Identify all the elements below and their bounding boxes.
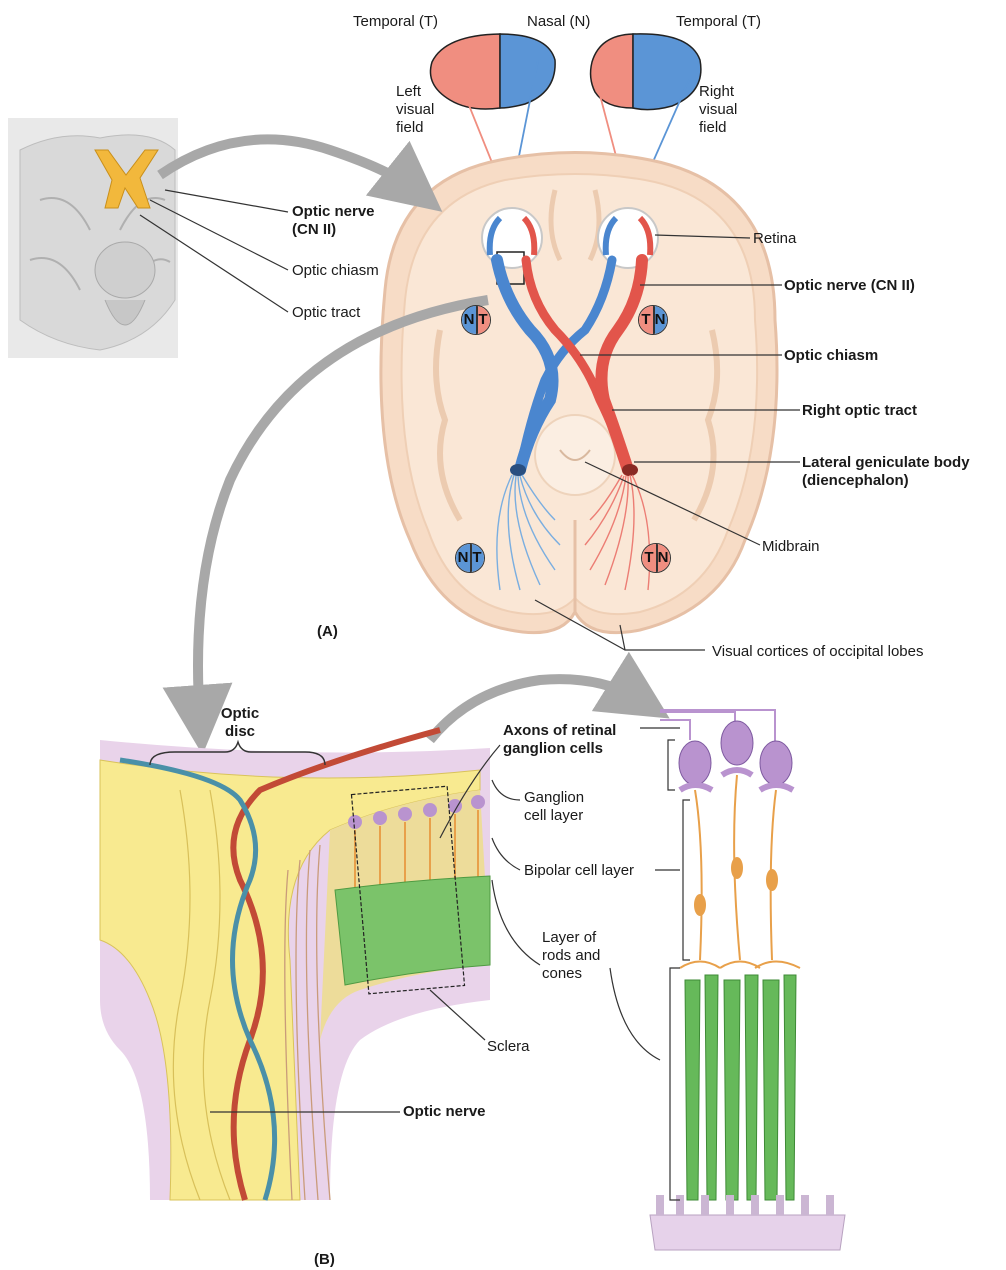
visual-cortices-label: Visual cortices of occipital lobes [712,643,924,661]
midbrain-label: Midbrain [762,538,820,556]
bipolar-cells [680,775,800,968]
optic-nerve-b-label: Optic nerve [403,1103,486,1121]
badge-left-letter: N [462,306,476,334]
badge-right-letter: T [470,544,484,572]
rods-and-cones [685,975,796,1200]
optic-disc-label: Optic disc [205,705,275,741]
tn-badge-lower-right: T N [641,543,671,573]
badge-right-letter: N [656,544,670,572]
inset-optic-nerve-label: Optic nerve (CN II) [292,203,375,239]
ganglion-layer-label: Ganglion cell layer [524,789,584,825]
nt-badge-upper-left: N T [461,305,491,335]
badge-left-letter: T [642,544,656,572]
retina-cell-enlargement [650,710,845,1250]
inset-optic-tract-label: Optic tract [292,304,360,322]
temporal-left-label: Temporal (T) [353,13,438,31]
left-eye [482,208,542,268]
right-visual-field-blob [591,34,701,110]
rods-cones-label: Layer of rods and cones [542,929,600,983]
ganglion-cells [660,710,793,790]
brain-axial-section [381,153,777,633]
inset-optic-chiasm-label: Optic chiasm [292,262,379,280]
nasal-label: Nasal (N) [527,13,590,31]
nt-badge-lower-left: N T [455,543,485,573]
badge-left-letter: T [639,306,653,334]
axons-label: Axons of retinal ganglion cells [503,722,616,758]
temporal-right-label: Temporal (T) [676,13,761,31]
optic-nerve-a-label: Optic nerve (CN II) [784,277,915,295]
right-eye [598,208,658,268]
left-visual-field-label: Left visual field [396,83,434,137]
lateral-geniculate-label: Lateral geniculate body (diencephalon) [802,454,970,490]
optic-chiasm-a-label: Optic chiasm [784,347,878,365]
inset-to-section-arrow [160,139,415,190]
retina-label: Retina [753,230,796,248]
panel-b-label: (B) [314,1251,335,1269]
badge-right-letter: T [476,306,490,334]
panel-a-label: (A) [317,623,338,641]
pigment-epithelium [650,1195,845,1250]
right-visual-field-label: Right visual field [699,83,737,137]
bipolar-layer-label: Bipolar cell layer [524,862,634,880]
tn-badge-upper-right: T N [638,305,668,335]
right-optic-tract-label: Right optic tract [802,402,917,420]
optic-disc-section [100,730,490,1200]
badge-right-letter: N [653,306,667,334]
sclera-label: Sclera [487,1038,530,1056]
brain-base-inset [8,118,178,358]
badge-left-letter: N [456,544,470,572]
